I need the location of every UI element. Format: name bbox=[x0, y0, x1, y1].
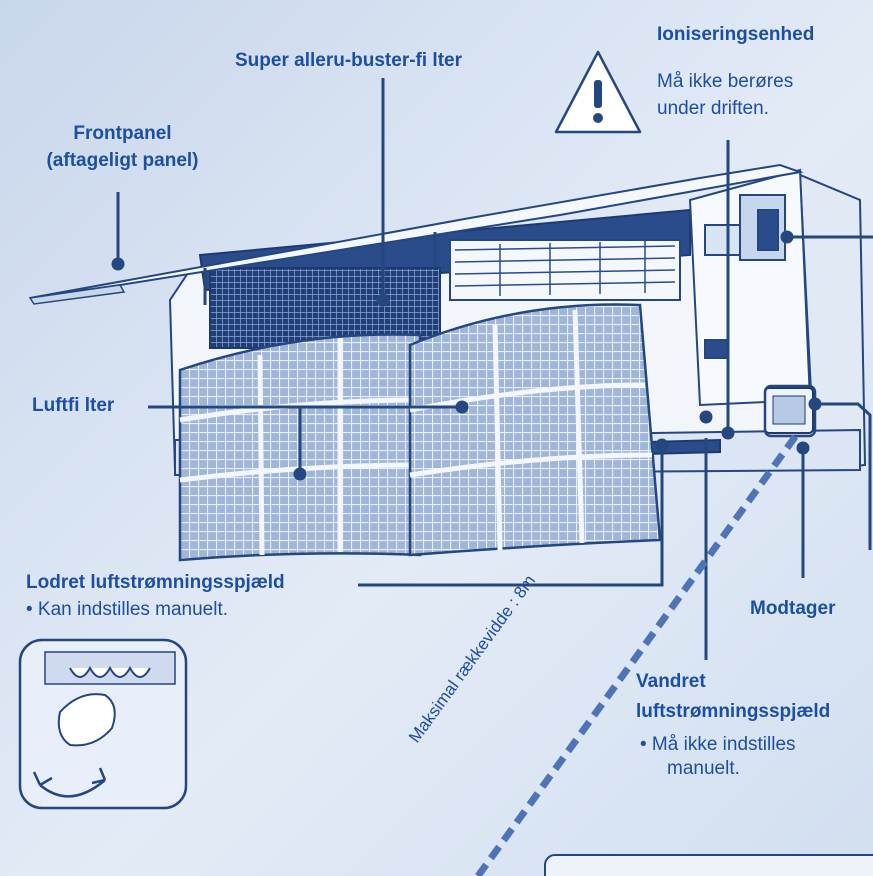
label-vertical-louver: Lodret luftstrømningsspjæld bbox=[26, 572, 285, 593]
label-horizontal-louver-note-line2: manuelt. bbox=[667, 758, 740, 779]
label-receiver: Modtager bbox=[750, 598, 836, 619]
label-super-allergy-filter: Super alleru-buster-ﬁ lter bbox=[235, 50, 462, 71]
label-vertical-louver-note: • Kan indstilles manuelt. bbox=[26, 599, 229, 620]
leader-dots bbox=[111, 230, 822, 481]
warning-triangle-icon bbox=[554, 50, 642, 134]
label-frontpanel: Frontpanel (aftageligt panel) bbox=[20, 123, 225, 172]
hand-adjusting-louver-icon bbox=[18, 638, 188, 810]
label-horizontal-louver: Vandret luftstrømningsspjæld bbox=[636, 667, 830, 727]
air-filter-right bbox=[408, 303, 662, 557]
label-ionizer: Ioniseringsenhed bbox=[657, 24, 815, 45]
label-horizontal-louver-line2: luftstrømningsspjæld bbox=[636, 701, 831, 722]
label-horizontal-louver-line1: Vandret bbox=[636, 671, 706, 692]
label-frontpanel-line2: (aftageligt panel) bbox=[46, 150, 199, 171]
label-ionizer-note-line2: under driften. bbox=[657, 98, 769, 119]
label-ionizer-note: Må ikke berøres under driften. bbox=[657, 68, 793, 122]
info-box-partial bbox=[544, 854, 873, 876]
label-ionizer-note-line1: Må ikke berøres bbox=[657, 71, 794, 92]
leader-lines bbox=[116, 78, 873, 660]
label-horizontal-louver-note: • Må ikke indstilles manuelt. bbox=[640, 733, 796, 781]
label-air-filter: Luftﬁ lter bbox=[32, 395, 115, 416]
front-panel bbox=[28, 163, 804, 305]
signal-range-line bbox=[475, 427, 803, 876]
label-frontpanel-line1: Frontpanel bbox=[73, 123, 172, 144]
label-horizontal-louver-note-line1: • Må ikke indstilles bbox=[640, 734, 796, 755]
